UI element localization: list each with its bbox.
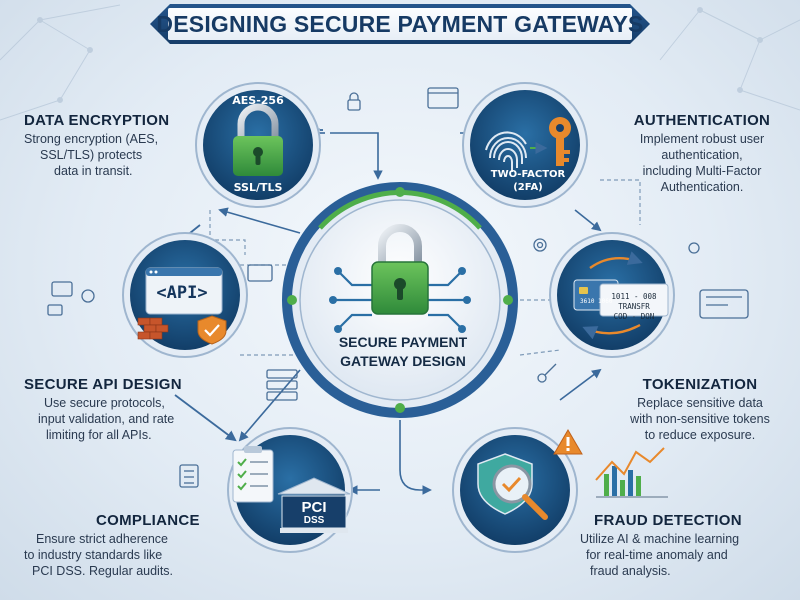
fraud-line: for real-time anomaly and — [586, 548, 728, 562]
center-node — [282, 182, 518, 418]
fraud-line: Utilize AI & machine learning — [580, 532, 740, 546]
tokenization-line: to reduce exposure. — [644, 428, 756, 442]
authentication-line: including Multi-Factor — [642, 164, 762, 178]
compliance-text: Ensure strict adherence to industry stan… — [24, 531, 239, 579]
tokenization-line: with non-sensitive tokens — [630, 412, 770, 426]
page-title: DESIGNING SECURE PAYMENT GATEWAYS — [156, 10, 644, 37]
encryption-line: Strong encryption (AES, — [24, 132, 159, 146]
tokenization-line: Replace sensitive data — [637, 396, 763, 410]
api-text: Use secure protocols, input validation, … — [24, 395, 224, 443]
pci-badge: PCI DSS — [285, 500, 343, 527]
fraud-node — [452, 427, 583, 553]
banner-inner — [168, 8, 632, 40]
compliance-line: to industry standards like — [24, 548, 163, 562]
api-heading: SECURE API DESIGN — [24, 376, 182, 393]
compliance-node — [227, 427, 353, 553]
authentication-heading: AUTHENTICATION — [633, 112, 771, 129]
center-label-line1: SECURE PAYMENT — [338, 334, 468, 350]
authentication-block: AUTHENTICATION Implement robust user aut… — [612, 112, 792, 195]
authentication-text: Implement robust user authentication, in… — [612, 131, 792, 195]
authentication-node — [462, 82, 588, 208]
tokenization-node — [549, 232, 675, 358]
encryption-node — [195, 82, 321, 208]
api-line: input validation, and rate — [38, 412, 175, 426]
api-line: limiting for all APIs. — [46, 428, 152, 442]
authentication-line: Implement robust user — [639, 132, 765, 146]
encryption-block: DATA ENCRYPTION Strong encryption (AES, … — [24, 112, 214, 179]
api-badge: <API> — [156, 283, 208, 303]
auth-badge-line2: (2FA) — [513, 182, 543, 193]
authentication-line: authentication, — [661, 148, 743, 162]
tokenization-heading: TOKENIZATION — [642, 376, 758, 393]
compliance-line: PCI DSS. Regular audits. — [32, 564, 174, 578]
pci-badge-small: DSS — [303, 515, 325, 526]
api-line: Use secure protocols, — [44, 396, 165, 410]
token-card-line3: COD - DON — [613, 312, 655, 321]
fraud-heading: FRAUD DETECTION — [594, 512, 742, 529]
compliance-heading: COMPLIANCE — [96, 512, 200, 529]
center-label-line2: GATEWAY DESIGN — [340, 353, 466, 369]
encryption-line: data in transit. — [54, 164, 133, 178]
compliance-block: COMPLIANCE Ensure strict adherence to in… — [24, 512, 239, 579]
pci-badge-big: PCI — [301, 499, 327, 516]
api-block: SECURE API DESIGN Use secure protocols, … — [24, 376, 224, 443]
token-card-text: 1011 - 008 TRANSFR COD - DON — [603, 292, 665, 322]
fraud-line: fraud analysis. — [590, 564, 671, 578]
encryption-badge-bottom: SSL/TLS — [233, 181, 283, 194]
auth-badge: TWO-FACTOR (2FA) — [488, 168, 568, 194]
encryption-badge-top: AES-256 — [232, 94, 284, 107]
api-node — [122, 232, 248, 358]
encryption-text: Strong encryption (AES, SSL/TLS) protect… — [24, 131, 214, 179]
title-banner: DESIGNING SECURE PAYMENT GATEWAYS — [150, 4, 650, 44]
compliance-line: Ensure strict adherence — [36, 532, 169, 546]
token-card-line2: TRANSFR — [618, 302, 650, 311]
encryption-heading: DATA ENCRYPTION — [24, 112, 170, 129]
fraud-block: FRAUD DETECTION Utilize AI & machine lea… — [580, 512, 795, 579]
token-card-number: 3610 1060 — [580, 298, 613, 305]
encryption-line: SSL/TLS) protects — [40, 148, 143, 162]
tokenization-block: TOKENIZATION Replace sensitive data with… — [605, 376, 795, 443]
auth-badge-line1: TWO-FACTOR — [490, 169, 566, 180]
authentication-line: Authentication. — [660, 180, 744, 194]
center-label: SECURE PAYMENT GATEWAY DESIGN — [318, 333, 488, 371]
decor-icons — [47, 87, 749, 488]
token-card-line1: 1011 - 008 — [611, 292, 657, 301]
tokenization-text: Replace sensitive data with non-sensitiv… — [605, 395, 795, 443]
fraud-trend-chart — [595, 447, 668, 498]
fraud-text: Utilize AI & machine learning for real-t… — [580, 531, 795, 579]
